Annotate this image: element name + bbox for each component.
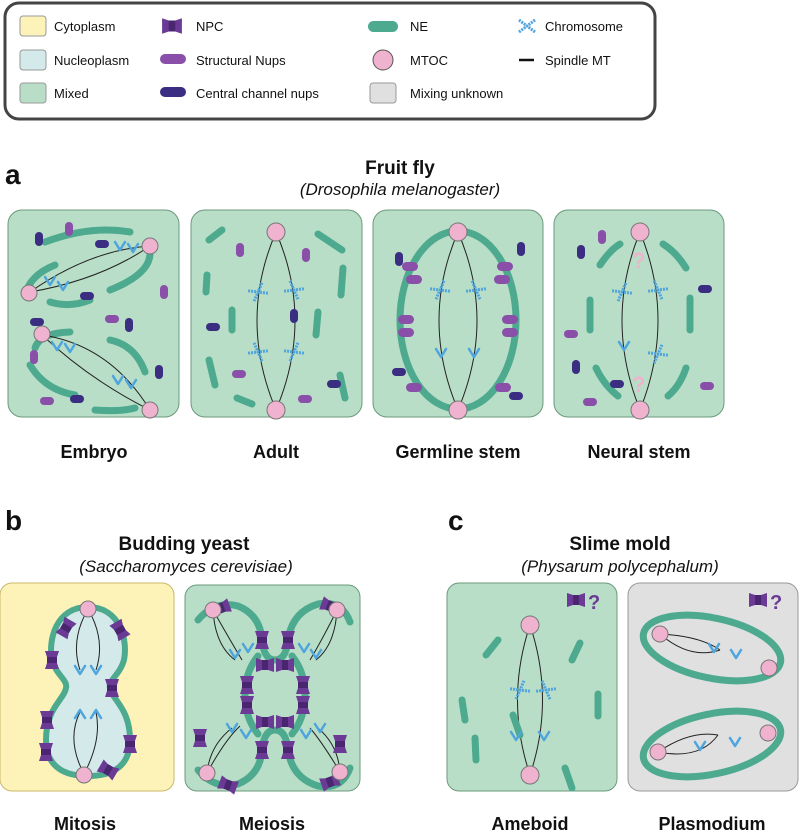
panel-c-title: Slime mold [569,534,670,555]
panel-b-title: Budding yeast [119,534,251,555]
caption-mitosis: Mitosis [54,814,116,834]
plasmodium-nucleus-bottom [639,707,785,781]
embryo-structural-nups [30,222,168,405]
legend-npc-label: NPC [196,19,223,34]
caption-neural-stem: Neural stem [587,442,690,462]
panel-b-letter: b [5,505,22,536]
legend-mixing-unknown-label: Mixing unknown [410,86,503,101]
germline-spindle [438,231,478,411]
ameboid-background [446,582,618,792]
cell-mitosis [0,582,175,792]
ameboid-spindle [517,624,543,776]
cell-ameboid: ? [446,582,618,792]
neural-structural-nups [564,230,714,406]
legend-mixed-swatch [19,82,47,104]
cell-embryo [7,209,180,419]
legend-structural-nups-label: Structural Nups [196,53,286,68]
neural-central-nups [572,245,712,388]
ameboid-mtocs [520,615,540,785]
cell-plasmodium: ? [627,582,799,792]
caption-ameboid: Ameboid [491,814,568,834]
adult-structural-nups [232,243,312,403]
caption-meiosis: Meiosis [239,814,305,834]
embryo-ne [21,226,154,415]
cell-neural-stem: ? ? [553,209,725,420]
neural-question-top: ? [632,248,645,273]
central-channel-nup-icon [160,87,186,97]
legend-mixed-label: Mixed [54,86,89,101]
caption-plasmodium: Plasmodium [658,814,765,834]
panel-a-species: (Drosophila melanogaster) [300,180,500,199]
plasmodium-mtocs [649,625,778,761]
panel-a-letter: a [5,159,21,190]
adult-ne [202,226,349,408]
plasmodium-npc-question: ? [770,592,782,614]
neural-ne [586,240,694,400]
meiosis-background [184,584,361,792]
embryo-mtocs [20,237,159,419]
cell-germline-stem [372,209,544,420]
structural-nup-icon [160,54,186,64]
legend-ne-label: NE [410,19,428,34]
adult-mtocs [266,222,286,420]
legend-central-channel-label: Central channel nups [196,86,319,101]
legend-cytoplasm-swatch [19,15,47,37]
ne-icon [368,21,398,32]
npc-icon [162,18,182,34]
germline-structural-nups [398,262,518,392]
caption-embryo: Embryo [60,442,127,462]
cell-meiosis [184,584,361,795]
embryo-central-nups [30,232,163,403]
adult-central-nups [206,309,341,388]
ameboid-ne [458,636,602,792]
plasmodium-npc-unknown-icon [749,593,767,607]
legend-cytoplasm-label: Cytoplasm [54,19,115,34]
germline-central-nups [392,242,525,400]
legend: Cytoplasm Nucleoplasm Mixed NPC Structur… [3,1,657,121]
legend-nucleoplasm-swatch [19,49,47,71]
meiosis-mtocs [198,601,349,782]
panel-b-species: (Saccharomyces cerevisiae) [79,557,293,576]
legend-mtoc-label: MTOC [410,53,448,68]
neural-question-bottom: ? [632,372,645,397]
ameboid-npc-unknown-icon [567,593,585,607]
mtoc-icon [372,49,394,71]
caption-adult: Adult [253,442,299,462]
mitosis-mtocs [75,600,97,784]
ameboid-npc-question: ? [588,592,600,614]
neural-mtocs [630,222,650,420]
cell-adult [190,209,363,420]
legend-nucleoplasm-label: Nucleoplasm [54,53,129,68]
embryo-background [7,209,180,418]
panel-c-letter: c [448,505,464,536]
caption-germline-stem: Germline stem [395,442,520,462]
panel-a-title: Fruit fly [365,158,435,179]
meiosis-ne [194,599,354,791]
legend-spindle-mt-label: Spindle MT [545,53,611,68]
legend-unknown-swatch [369,82,397,104]
legend-chromosome-label: Chromosome [545,19,623,34]
panel-c-species: (Physarum polycephalum) [521,557,718,576]
germline-mtocs [448,222,468,420]
neural-spindle [621,231,659,411]
